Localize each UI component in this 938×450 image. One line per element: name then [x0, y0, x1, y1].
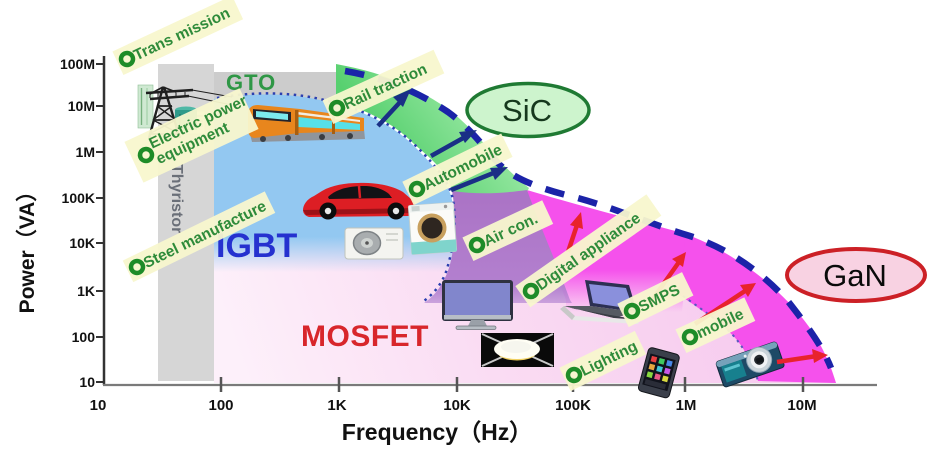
svg-text:100: 100	[72, 329, 96, 345]
svg-text:Frequency（Hz）: Frequency（Hz）	[342, 419, 532, 445]
svg-text:10K: 10K	[443, 397, 471, 414]
svg-text:10M: 10M	[787, 397, 816, 414]
svg-text:10: 10	[79, 374, 95, 390]
svg-text:MOSFET: MOSFET	[301, 320, 429, 353]
svg-text:100K: 100K	[62, 190, 95, 206]
svg-text:1K: 1K	[77, 283, 95, 299]
svg-text:Thyristor: Thyristor	[168, 164, 185, 233]
svg-text:100M: 100M	[60, 56, 95, 72]
svg-text:10M: 10M	[68, 98, 95, 114]
svg-text:100: 100	[208, 397, 233, 414]
svg-text:Power（VA）: Power（VA）	[15, 181, 39, 314]
svg-text:10K: 10K	[69, 235, 95, 251]
svg-text:1K: 1K	[327, 397, 346, 414]
svg-text:1M: 1M	[76, 144, 95, 160]
svg-text:100K: 100K	[555, 397, 591, 414]
svg-text:SiC: SiC	[502, 93, 552, 128]
svg-text:GaN: GaN	[823, 258, 887, 293]
svg-text:1M: 1M	[676, 397, 697, 414]
svg-text:10: 10	[90, 397, 107, 414]
